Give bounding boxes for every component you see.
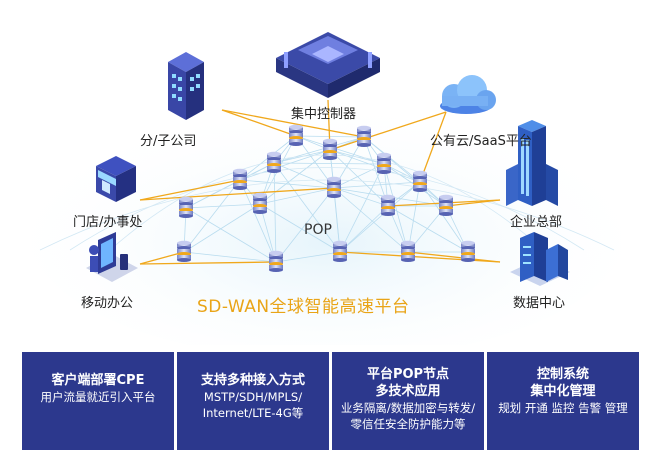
pop-server-icon <box>253 192 267 214</box>
card-title: 平台POP节点 <box>366 367 450 382</box>
card-line: 业务隔离/数据加密与转发/ <box>340 401 476 415</box>
card-title-2: 集中化管理 <box>530 384 596 399</box>
card-title: 支持多种接入方式 <box>200 373 305 388</box>
access-line <box>139 179 241 201</box>
headquarters-tower-icon <box>506 120 558 206</box>
card-access: 支持多种接入方式 MSTP/SDH/MPLS/ Internet/LTE-4G等 <box>177 352 329 450</box>
label-hq: 企业总部 <box>510 215 563 230</box>
pop-server-icon <box>177 240 191 262</box>
mesh-line <box>259 203 341 253</box>
pop-server-icon <box>461 240 475 262</box>
mesh-line <box>363 136 447 207</box>
mesh-line <box>333 163 385 189</box>
mesh-line <box>183 251 277 263</box>
label-store: 门店/办事处 <box>73 215 143 230</box>
pop-label: POP <box>304 222 332 238</box>
mesh-line <box>339 205 389 253</box>
access-line <box>221 109 297 137</box>
mesh-line <box>419 181 469 253</box>
mesh-line <box>339 163 385 253</box>
mesh-line <box>333 187 409 253</box>
mesh-line <box>185 203 261 209</box>
label-controller: 集中控制器 <box>291 107 357 122</box>
pop-server-icon <box>413 170 427 192</box>
controller-server-icon <box>276 32 380 98</box>
card-title-2: 多技术应用 <box>375 384 441 399</box>
mesh-line <box>259 187 335 205</box>
mesh-line <box>333 181 421 189</box>
dome-arc <box>69 167 585 251</box>
card-pop: 平台POP节点 多技术应用 业务隔离/数据加密与转发/ 零信任安全防护能力等 <box>332 352 484 450</box>
pop-server-icon <box>381 194 395 216</box>
pop-server-icon <box>327 176 341 198</box>
mesh-line <box>295 135 385 165</box>
mesh-line <box>329 149 389 207</box>
access-line <box>329 111 447 151</box>
mesh-line <box>183 203 261 253</box>
card-title: 客户端部署CPE <box>51 373 145 388</box>
mobile-office-icon <box>86 232 138 282</box>
mesh-line <box>339 181 421 253</box>
card-line: 规划 开通 监控 告警 管理 <box>498 401 628 415</box>
mesh-line <box>273 162 335 189</box>
mesh-line <box>383 163 409 253</box>
pop-server-icon <box>439 194 453 216</box>
access-line <box>139 261 277 265</box>
pop-server-icon <box>233 168 247 190</box>
access-line <box>221 109 365 138</box>
mesh-line <box>239 179 335 189</box>
label-cloud: 公有云/SaaS平台 <box>430 134 532 149</box>
access-lines <box>139 99 501 265</box>
access-line <box>445 199 501 207</box>
mesh-line <box>259 149 331 205</box>
card-line: Internet/LTE-4G等 <box>202 406 304 420</box>
label-mobile: 移动办公 <box>81 296 134 311</box>
pop-server-icon <box>377 152 391 174</box>
mesh-line <box>275 187 335 263</box>
card-line: 用户流量就近引入平台 <box>40 390 156 404</box>
pop-server-icon <box>269 250 283 272</box>
mesh-line <box>387 205 469 253</box>
mesh-line <box>407 181 421 253</box>
card-line: MSTP/SDH/MPLS/ <box>203 390 303 404</box>
mesh-line <box>275 251 341 263</box>
mesh-line <box>273 162 341 253</box>
mesh-line <box>273 136 365 164</box>
access-line <box>139 251 185 265</box>
access-line <box>407 251 501 263</box>
pop-server-icon <box>289 124 303 146</box>
mesh-line <box>185 162 275 209</box>
pop-server-icon <box>267 151 281 173</box>
cloud-icon <box>440 75 496 114</box>
label-branch: 分/子公司 <box>140 134 197 149</box>
mesh-line <box>363 136 389 207</box>
pop-server-icon <box>401 240 415 262</box>
label-datacenter: 数据中心 <box>513 296 566 311</box>
mesh-line <box>183 179 241 253</box>
card-title: 控制系统 <box>536 367 589 382</box>
card-cpe: 客户端部署CPE 用户流量就近引入平台 <box>22 352 174 450</box>
pop-server-icon <box>357 125 371 147</box>
store-icon <box>96 156 136 202</box>
pop-nodes <box>177 124 475 272</box>
mesh-line <box>333 187 389 207</box>
mesh-line <box>273 162 385 165</box>
platform-title: SD-WAN全球智能高速平台 <box>197 297 410 317</box>
data-center-icon <box>510 232 570 286</box>
card-control: 控制系统 集中化管理 规划 开通 监控 告警 管理 <box>487 352 639 450</box>
pop-server-icon <box>333 240 347 262</box>
mesh-line <box>185 207 277 263</box>
card-line: 零信任安全防护能力等 <box>350 417 466 431</box>
network-mesh <box>27 32 627 345</box>
access-line <box>419 111 447 183</box>
pop-server-icon <box>179 196 193 218</box>
branch-building-icon <box>168 52 204 120</box>
pop-server-icon <box>323 138 337 160</box>
access-line <box>139 187 335 201</box>
mesh-line <box>273 162 277 263</box>
